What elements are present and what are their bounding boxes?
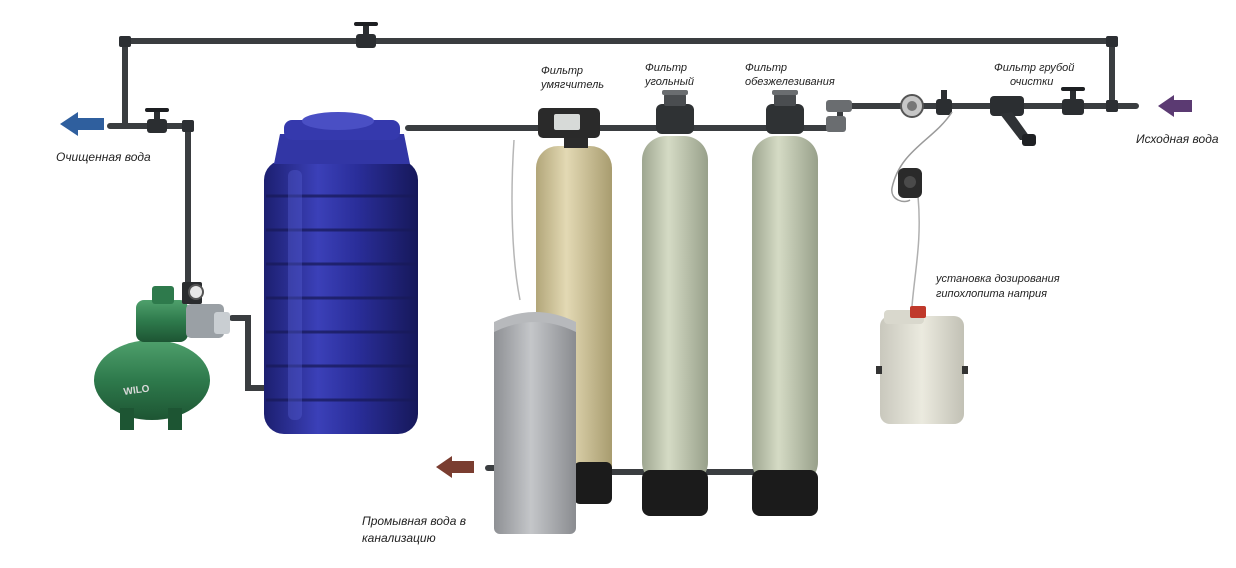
arrow-left-icon bbox=[60, 112, 104, 136]
dosing-unit-label-line1: установка дозирования bbox=[936, 273, 1060, 285]
pipe-fittings bbox=[119, 36, 1118, 132]
pump-station: WILO bbox=[94, 282, 230, 430]
drain-water-label-line1: Промывная вода в bbox=[362, 514, 466, 528]
carbon-filter-label-line1: Фильтр bbox=[645, 62, 688, 74]
control-head-icon bbox=[766, 90, 804, 134]
valve-icon bbox=[936, 90, 952, 115]
iron-filter-vessel bbox=[752, 90, 818, 516]
iron-filter-label-line1: Фильтр bbox=[745, 62, 788, 74]
source-water-label: Исходная вода bbox=[1136, 132, 1219, 146]
dosing-unit-label-line2: гипохлопита натрия bbox=[936, 288, 1047, 300]
softener-filter-label-line2: умягчитель bbox=[541, 79, 605, 91]
dosing-pump bbox=[891, 111, 953, 307]
valve-icon bbox=[354, 22, 378, 48]
carbon-filter-vessel bbox=[642, 90, 708, 516]
coarse-filter-label-line2: очистки bbox=[1010, 76, 1054, 88]
drain-water-label-line2: канализацию bbox=[362, 531, 436, 545]
carbon-filter-label-line2: угольный bbox=[645, 76, 694, 88]
control-head-icon bbox=[538, 108, 600, 138]
arrow-left-icon bbox=[436, 456, 474, 478]
storage-tank bbox=[264, 112, 418, 434]
control-head-icon bbox=[656, 90, 694, 134]
valve-icon bbox=[1061, 87, 1085, 115]
water-meter bbox=[900, 94, 924, 118]
softener-filter-label-line1: Фильтр bbox=[541, 65, 584, 77]
bypass-pipe bbox=[122, 38, 1115, 129]
brine-tank bbox=[494, 312, 576, 534]
coarse-filter bbox=[990, 96, 1036, 146]
purified-water-label: Очищенная вода bbox=[56, 150, 151, 164]
iron-filter-label-line2: обезжелезивания bbox=[745, 76, 835, 88]
coarse-filter-label-line1: Фильтр грубой bbox=[994, 62, 1075, 74]
tank-to-pump-pipe bbox=[229, 315, 271, 391]
arrow-left-icon bbox=[1158, 95, 1192, 117]
pump-brand: WILO bbox=[123, 383, 151, 398]
valve-icon bbox=[145, 108, 169, 133]
pipeline bbox=[107, 38, 1139, 475]
pressure-gauge-icon bbox=[188, 284, 204, 300]
reagent-canister bbox=[876, 306, 968, 424]
